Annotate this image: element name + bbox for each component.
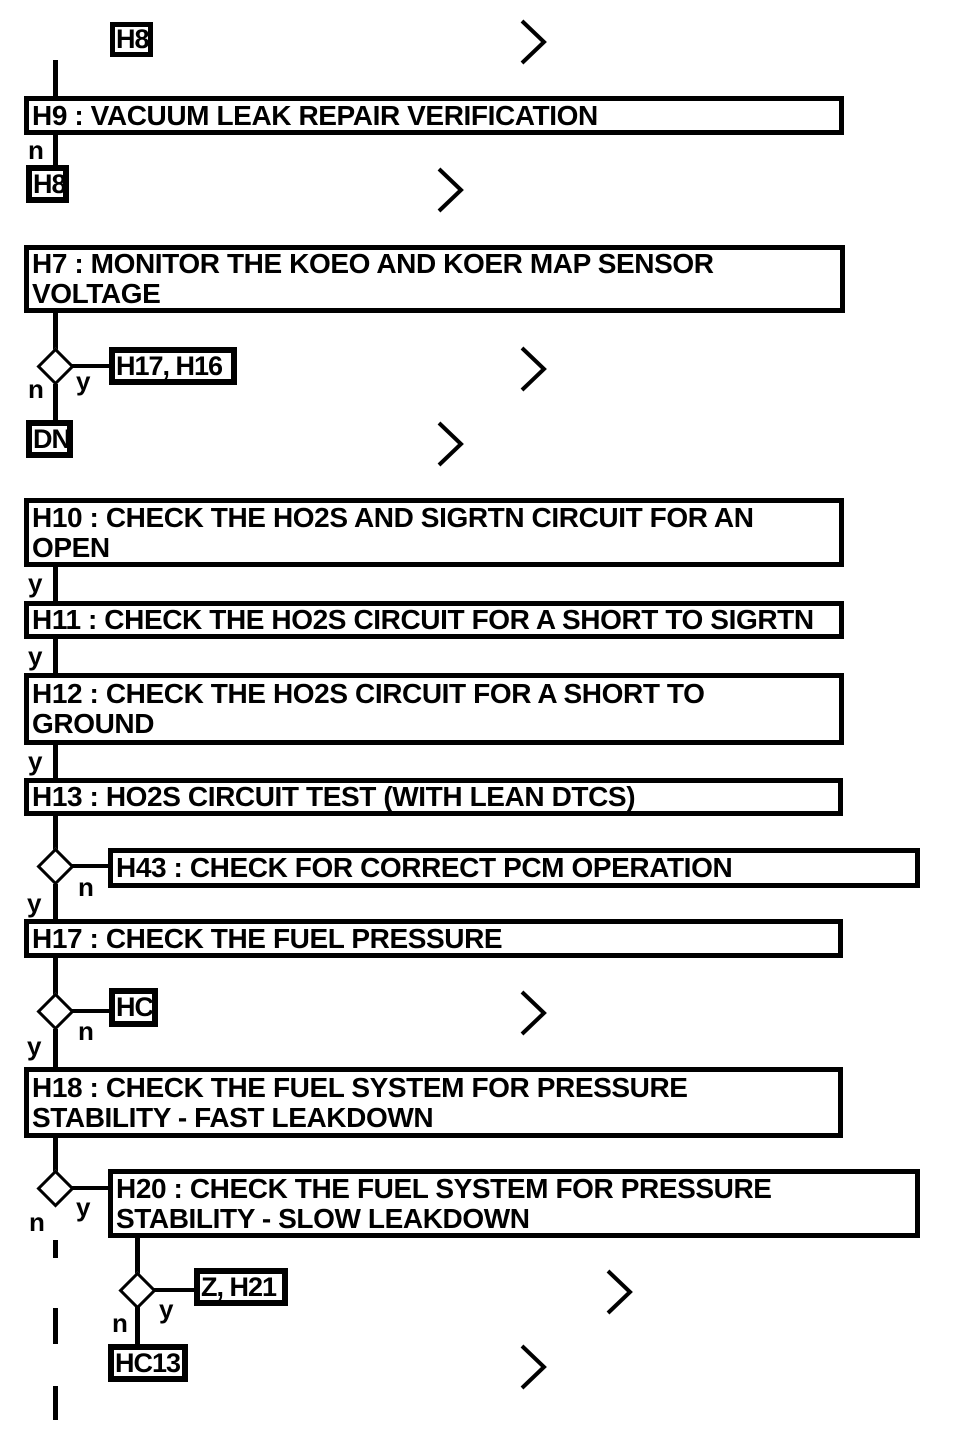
connector-horizontal	[154, 1288, 196, 1292]
branch-label-y: y	[27, 888, 42, 918]
ref-node-hc-label: HC	[116, 992, 153, 1022]
ref-node-hc: HC	[109, 988, 158, 1027]
node-h10-line2: OPEN	[32, 531, 110, 563]
node-h11: H11 : CHECK THE HO2S CIRCUIT FOR A SHORT…	[24, 601, 844, 639]
branch-label-y: y	[76, 366, 91, 396]
connector-vertical	[53, 639, 58, 675]
ref-node-hc13: HC13	[108, 1344, 188, 1382]
connector-vertical	[53, 60, 58, 97]
connector-dashed-segment	[53, 1386, 58, 1420]
ref-node-z-h21: Z, H21	[194, 1268, 288, 1306]
branch-label-n: n	[112, 1308, 128, 1338]
branch-label-y: y	[159, 1294, 174, 1324]
connector-vertical	[53, 567, 58, 603]
connector-vertical	[53, 884, 58, 921]
ref-node-h8-top: H8	[110, 22, 153, 57]
connector-horizontal	[72, 1009, 112, 1013]
connector-horizontal	[72, 364, 112, 368]
ref-node-h17-h16: H17, H16	[109, 347, 237, 385]
branch-label-y: y	[27, 1031, 42, 1061]
continue-chevron-icon	[520, 990, 547, 1036]
connector-vertical	[53, 313, 58, 350]
node-h10-line1: H10 : CHECK THE HO2S AND SIGRTN CIRCUIT …	[32, 501, 754, 533]
continue-chevron-icon	[520, 19, 547, 65]
decision-diamond	[36, 847, 75, 886]
node-h7-line1: H7 : MONITOR THE KOEO AND KOER MAP SENSO…	[32, 248, 714, 279]
continue-chevron-icon	[606, 1269, 633, 1315]
branch-label-y: y	[28, 568, 43, 598]
node-h17: H17 : CHECK THE FUEL PRESSURE	[24, 919, 843, 958]
connector-vertical	[53, 384, 58, 422]
connector-vertical	[135, 1306, 140, 1346]
node-h10: H10 : CHECK THE HO2S AND SIGRTN CIRCUIT …	[24, 498, 844, 567]
branch-label-n: n	[28, 135, 44, 165]
branch-label-n: n	[28, 374, 44, 404]
branch-label-y: y	[28, 641, 43, 671]
ref-node-hc13-label: HC13	[115, 1347, 181, 1378]
node-h13-label: H13 : HO2S CIRCUIT TEST (WITH LEAN DTCS)	[32, 781, 636, 812]
node-h13: H13 : HO2S CIRCUIT TEST (WITH LEAN DTCS)	[24, 778, 843, 816]
node-h18-line2: STABILITY - FAST LEAKDOWN	[32, 1101, 434, 1133]
branch-label-n: n	[29, 1207, 45, 1237]
branch-label-y: y	[76, 1192, 91, 1222]
node-h43-label: H43 : CHECK FOR CORRECT PCM OPERATION	[116, 852, 733, 883]
node-h12-line1: H12 : CHECK THE HO2S CIRCUIT FOR A SHORT…	[32, 678, 705, 709]
node-h9: H9 : VACUUM LEAK REPAIR VERIFICATION	[24, 96, 844, 135]
connector-vertical	[53, 135, 58, 168]
ref-node-dn-label: DN	[33, 423, 70, 454]
node-h18-line1: H18 : CHECK THE FUEL SYSTEM FOR PRESSURE	[32, 1071, 688, 1103]
branch-label-y: y	[28, 746, 43, 776]
ref-node-h8-return-label: H8	[33, 168, 66, 199]
node-h17-label: H17 : CHECK THE FUEL PRESSURE	[32, 922, 503, 954]
connector-vertical	[53, 745, 58, 780]
connector-vertical	[53, 958, 58, 995]
continue-chevron-icon	[437, 167, 464, 213]
branch-label-n: n	[78, 872, 94, 902]
ref-node-h17-h16-label: H17, H16	[116, 350, 223, 381]
connector-vertical	[135, 1238, 140, 1276]
node-h9-label: H9 : VACUUM LEAK REPAIR VERIFICATION	[32, 99, 598, 131]
decision-diamond	[36, 992, 75, 1031]
connector-dashed-segment	[53, 1308, 58, 1344]
connector-dashed-segment	[53, 1240, 58, 1258]
node-h20-line1: H20 : CHECK THE FUEL SYSTEM FOR PRESSURE	[116, 1172, 772, 1204]
node-h7-line2: VOLTAGE	[32, 278, 161, 309]
decision-diamond	[36, 1169, 75, 1208]
node-h12-line2: GROUND	[32, 708, 155, 739]
continue-chevron-icon	[437, 421, 464, 467]
branch-label-n: n	[78, 1016, 94, 1046]
continue-chevron-icon	[520, 1344, 547, 1390]
connector-vertical	[53, 1029, 58, 1069]
connector-horizontal	[72, 1186, 112, 1190]
continue-chevron-icon	[520, 346, 547, 392]
ref-node-dn: DN	[26, 420, 73, 458]
node-h43: H43 : CHECK FOR CORRECT PCM OPERATION	[108, 848, 920, 888]
ref-node-h8-top-label: H8	[116, 24, 149, 54]
connector-vertical	[53, 816, 58, 850]
node-h20: H20 : CHECK THE FUEL SYSTEM FOR PRESSURE…	[108, 1169, 920, 1238]
ref-node-z-h21-label: Z, H21	[201, 1271, 277, 1302]
connector-vertical	[53, 1138, 58, 1174]
node-h11-label: H11 : CHECK THE HO2S CIRCUIT FOR A SHORT…	[32, 604, 814, 635]
node-h20-line2: STABILITY - SLOW LEAKDOWN	[116, 1202, 530, 1234]
node-h7: H7 : MONITOR THE KOEO AND KOER MAP SENSO…	[24, 245, 845, 313]
node-h18: H18 : CHECK THE FUEL SYSTEM FOR PRESSURE…	[24, 1067, 843, 1138]
decision-diamond	[118, 1271, 157, 1310]
node-h12: H12 : CHECK THE HO2S CIRCUIT FOR A SHORT…	[24, 673, 844, 745]
ref-node-h8-return: H8	[26, 165, 69, 203]
connector-horizontal	[72, 864, 112, 868]
